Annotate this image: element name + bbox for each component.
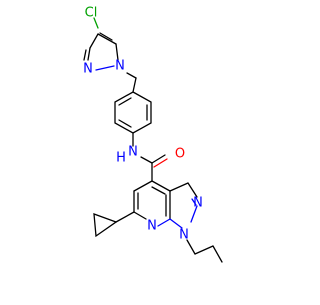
- ring-bond: [115, 43, 119, 61]
- ring-bond: [97, 33, 117, 45]
- pyrazolo-n-label: N: [193, 196, 203, 211]
- ch2-ch3-bond: [212, 245, 223, 263]
- aromatic-inner-bond: [118, 97, 132, 106]
- ring-bond: [187, 182, 198, 198]
- molecule-structure: Cl N N N H O N N N: [83, 6, 223, 263]
- ring-double-bond: [99, 32, 113, 41]
- ch2-aryl-bond: [132, 77, 137, 93]
- n-ch2-bond: [186, 239, 196, 255]
- c-o-bond: [151, 154, 166, 164]
- amide-n-label: N: [128, 145, 138, 160]
- benzene-hexagon: [114, 91, 152, 134]
- c-cl-bond: [93, 17, 99, 29]
- ring-bond: [87, 47, 91, 61]
- pyrazole-n2-label: N: [83, 62, 93, 77]
- propyl-chain: [186, 239, 223, 263]
- n-double-bond: [191, 198, 197, 206]
- n-n-bond: [190, 205, 198, 223]
- c-o-double-bond: [153, 158, 168, 168]
- aromatic-inner-bond: [118, 119, 132, 128]
- pyrazolopyridine-core: [133, 180, 198, 229]
- chlorine-label: Cl: [85, 6, 98, 21]
- n-c-bond: [169, 218, 183, 229]
- cyclopropane-triangle: [93, 213, 118, 238]
- n-co-bond: [140, 156, 153, 164]
- n-n-bond: [95, 65, 115, 71]
- methylene-linker: [126, 72, 137, 93]
- amide-h-label: H: [116, 151, 126, 166]
- ring-bond: [151, 180, 171, 192]
- structure-drawing: Cl N N N H O N N N: [83, 6, 223, 263]
- ch2-ch2-bond: [194, 245, 214, 255]
- chloropyrazole-ring: [83, 17, 119, 71]
- pyrazole-n1-label: N: [115, 59, 125, 74]
- ring-cyclopropyl-bond: [115, 211, 135, 223]
- amide-group: [140, 154, 168, 182]
- pyrazolo-n1-label: N: [179, 228, 189, 243]
- ring-bond: [133, 180, 153, 192]
- n-c-bond: [157, 218, 171, 227]
- carbonyl-o-label: O: [175, 147, 185, 162]
- benzene-ring: [114, 91, 152, 147]
- pyridine-n-label: N: [147, 219, 157, 234]
- ring-bond: [169, 182, 189, 192]
- ring-double-bond: [83, 49, 87, 61]
- n-ch2-bond: [126, 72, 137, 79]
- ring-bond: [89, 33, 99, 49]
- ring-bond: [133, 211, 147, 220]
- ring-double-bond: [151, 186, 166, 195]
- cyclopropyl-group: [93, 211, 135, 238]
